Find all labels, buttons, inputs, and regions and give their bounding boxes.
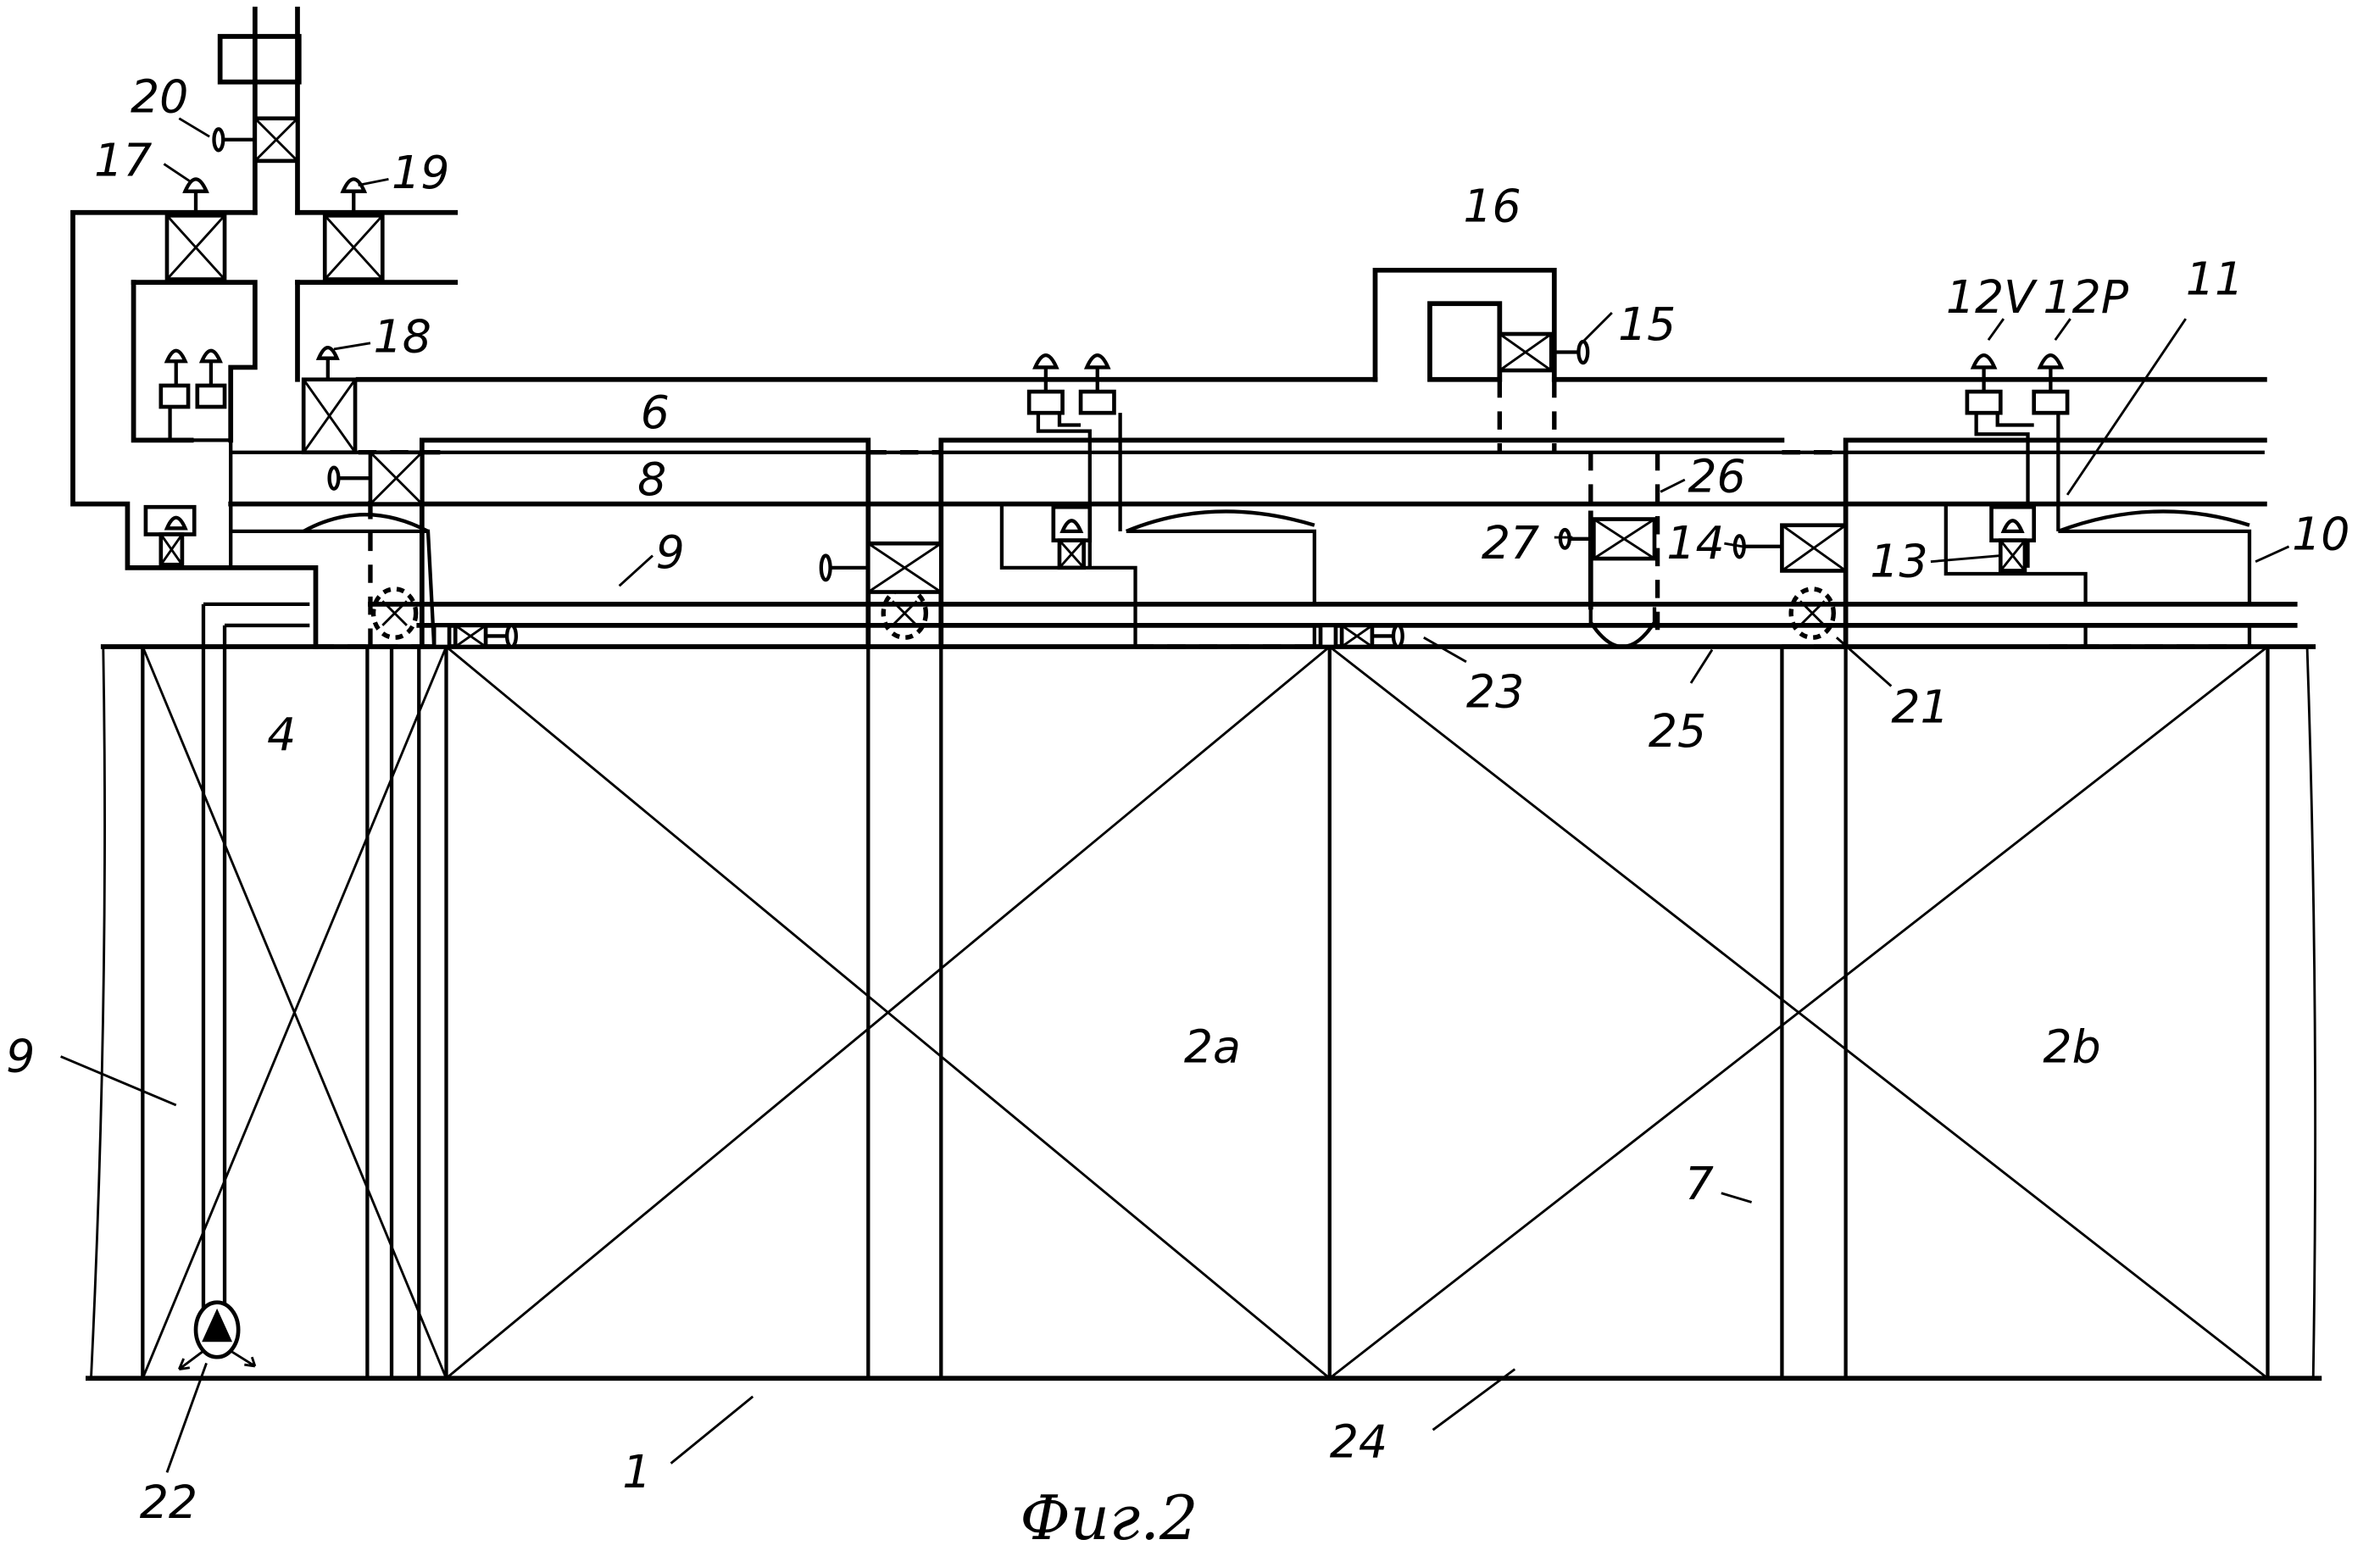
label-27: 27 bbox=[1482, 516, 1539, 570]
tank-housing-1 bbox=[229, 437, 871, 649]
tank-dome-icon bbox=[1125, 509, 1315, 533]
left-manifold bbox=[70, 6, 459, 649]
label-12v: 12V bbox=[1946, 270, 2038, 324]
label-23: 23 bbox=[1466, 665, 1524, 719]
label-12p: 12P bbox=[2043, 270, 2128, 324]
valve-handle-icon bbox=[1970, 353, 1998, 370]
ground-right-edge bbox=[2305, 646, 2317, 1379]
pump-triangle-icon bbox=[202, 1308, 232, 1342]
valve-12p-body bbox=[2032, 389, 2070, 415]
label-6: 6 bbox=[641, 386, 670, 439]
label-2a: 2a bbox=[1184, 1020, 1241, 1074]
label-9-shaft: 9 bbox=[6, 1029, 35, 1082]
top-vent-box bbox=[217, 34, 302, 85]
valve-handle-icon bbox=[2000, 519, 2025, 534]
valve-handle-icon bbox=[212, 127, 225, 153]
valve-12v-body bbox=[1965, 389, 2003, 415]
device-26-27 bbox=[1558, 452, 1660, 648]
cell-diagonal bbox=[445, 645, 1331, 1380]
label-14: 14 bbox=[1666, 516, 1724, 570]
valve-handle-icon bbox=[819, 553, 832, 582]
label-18: 18 bbox=[374, 310, 431, 364]
label-1: 1 bbox=[622, 1445, 651, 1498]
label-4: 4 bbox=[267, 708, 296, 761]
tank-dome-icon bbox=[303, 513, 430, 533]
valve-handle-icon bbox=[327, 465, 341, 491]
shaft-4 bbox=[141, 646, 448, 1379]
pipeline-9 bbox=[368, 601, 2298, 628]
label-8: 8 bbox=[637, 453, 666, 506]
label-15: 15 bbox=[1618, 297, 1676, 351]
label-17: 17 bbox=[94, 134, 152, 187]
valve-handle-icon bbox=[164, 515, 188, 531]
tank-dome-icon bbox=[2057, 509, 2250, 533]
check-valves-21 bbox=[370, 586, 1836, 640]
label-19: 19 bbox=[392, 146, 449, 199]
valve-handle-icon bbox=[1558, 527, 1571, 550]
valve-13-box bbox=[1989, 504, 2037, 542]
valve-handle-icon bbox=[2037, 353, 2065, 370]
tank-housing-3 bbox=[1843, 437, 2267, 649]
label-10: 10 bbox=[2292, 507, 2349, 560]
label-11: 11 bbox=[2186, 252, 2244, 305]
pump-22 bbox=[177, 602, 310, 1370]
valve-handle-icon bbox=[1059, 519, 1084, 534]
cell-diagonal bbox=[1328, 645, 2269, 1380]
label-26: 26 bbox=[1688, 449, 1745, 503]
label-16: 16 bbox=[1463, 179, 1521, 232]
valve-handle-icon bbox=[504, 623, 519, 649]
label-24: 24 bbox=[1330, 1415, 1387, 1468]
unit-16 bbox=[1372, 267, 1590, 453]
leader-lines bbox=[60, 117, 2290, 1473]
label-20: 20 bbox=[131, 70, 188, 124]
valve-handle-icon bbox=[1032, 353, 1059, 370]
valve-handle-icon bbox=[1391, 623, 1404, 649]
label-13: 13 bbox=[1870, 535, 1927, 588]
control-assembly-2a bbox=[1026, 353, 1122, 570]
mid-valve bbox=[819, 541, 943, 594]
valve-handle-icon bbox=[1083, 353, 1111, 370]
label-21: 21 bbox=[1891, 681, 1949, 734]
valve-handle-icon bbox=[164, 348, 188, 364]
reference-labels: 20 17 19 18 16 15 12V 12P 11 6 8 9 26 27… bbox=[6, 70, 2349, 1554]
ground-structure bbox=[86, 644, 2322, 1381]
valve-handle-icon bbox=[315, 346, 340, 360]
label-9-pipe: 9 bbox=[656, 525, 685, 579]
valve-handle-icon bbox=[198, 348, 223, 364]
figure-caption: Фиг.2 bbox=[1020, 1483, 1198, 1554]
drain-valves-23 bbox=[431, 623, 1404, 649]
label-25: 25 bbox=[1649, 704, 1706, 758]
storage-cells bbox=[444, 645, 2270, 1380]
ground-left-edge bbox=[90, 646, 106, 1379]
label-2b: 2b bbox=[2043, 1020, 2100, 1074]
label-22: 22 bbox=[140, 1476, 197, 1529]
valve-14 bbox=[1732, 523, 1848, 573]
label-7: 7 bbox=[1685, 1157, 1714, 1210]
dashed-crossings bbox=[315, 450, 2253, 649]
valve-handle-icon bbox=[340, 177, 368, 193]
control-assembly-2b bbox=[1965, 353, 2070, 573]
